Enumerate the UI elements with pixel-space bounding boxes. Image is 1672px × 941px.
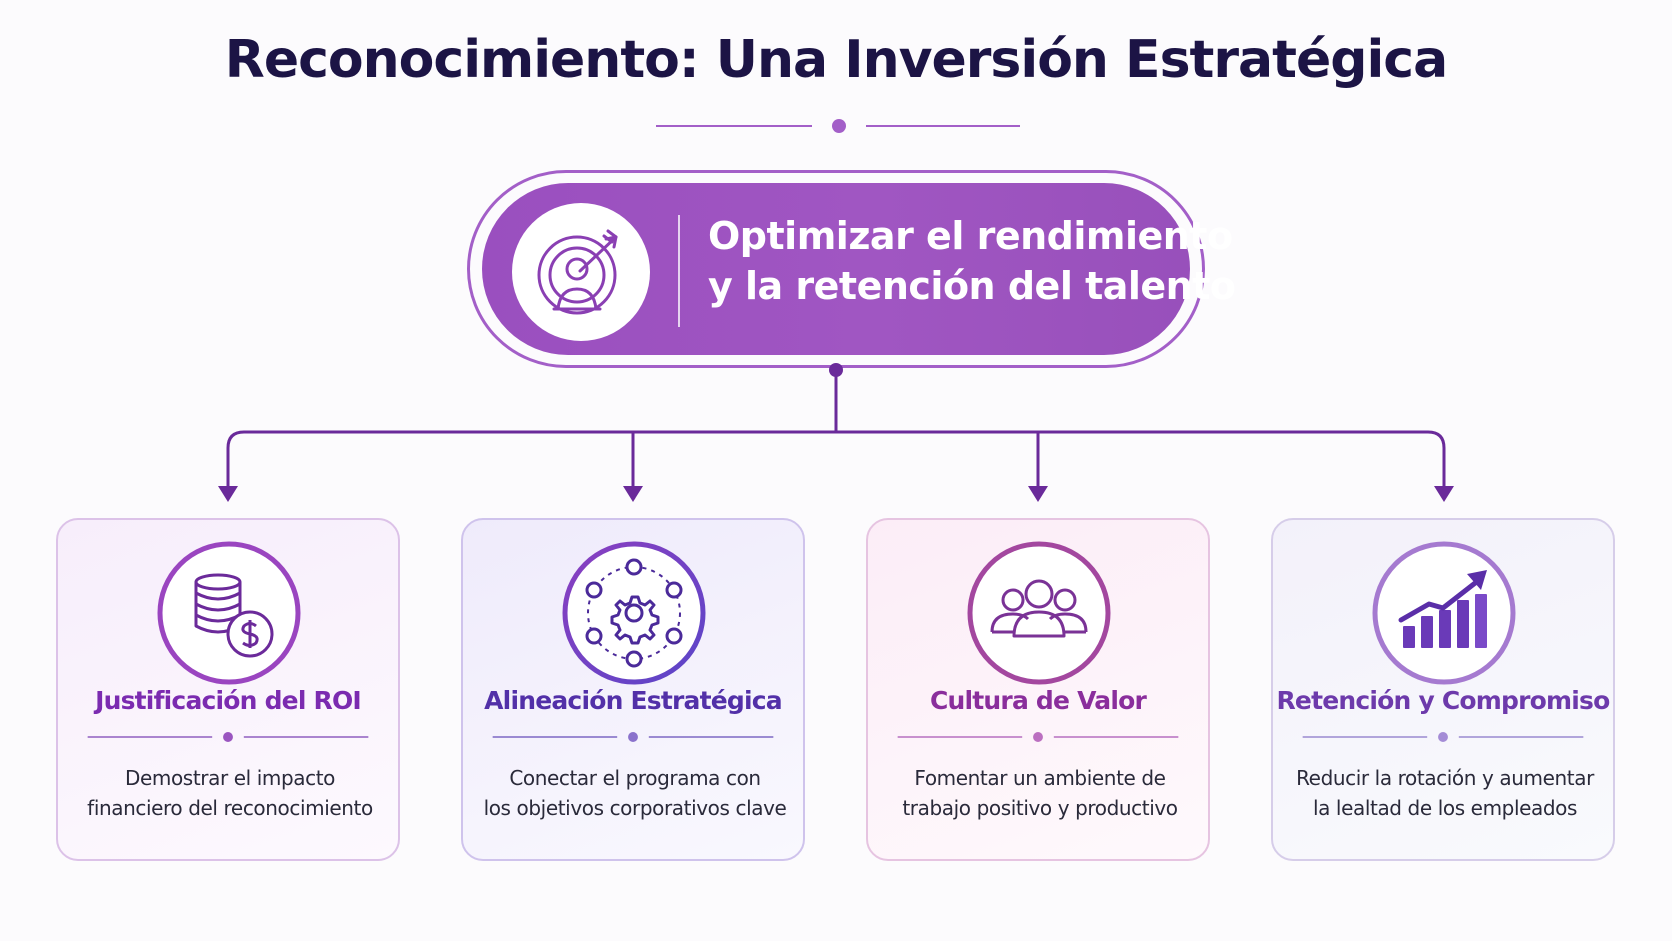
gear-network-icon — [561, 540, 707, 686]
card-title: Justificación del ROI — [95, 686, 362, 715]
coins-dollar-icon — [156, 540, 302, 686]
card-title: Retención y Compromiso — [1276, 686, 1610, 715]
card-description: Conectar el programa con los objetivos c… — [473, 763, 797, 823]
card-description: Reducir la rotación y aumentar la lealta… — [1283, 763, 1607, 823]
card-description-line-2: financiero del reconocimiento — [87, 796, 373, 820]
card-description-line-1: Fomentar un ambiente de — [914, 766, 1166, 790]
card-description-line-1: Demostrar el impacto — [124, 766, 336, 790]
card-divider — [1302, 732, 1584, 742]
card-divider — [897, 732, 1179, 742]
hero-separator — [678, 215, 680, 327]
page-title: Reconocimiento: Una Inversión Estratégic… — [224, 30, 1448, 90]
card-culture: Cultura de Valor Fomentar un ambiente de… — [866, 518, 1210, 861]
card-description: Fomentar un ambiente de trabajo positivo… — [878, 763, 1202, 823]
card-roi: Justificación del ROI Demostrar el impac… — [56, 518, 400, 861]
card-description-line-2: los objetivos corporativos clave — [483, 796, 787, 820]
central-goal-text: Optimizar el rendimiento y la retención … — [708, 211, 1236, 311]
central-goal-line-1: Optimizar el rendimiento — [708, 214, 1233, 258]
card-divider — [492, 732, 774, 742]
title-divider — [656, 119, 1020, 133]
card-description-line-2: trabajo positivo y productivo — [902, 796, 1178, 820]
card-title: Alineación Estratégica — [484, 686, 783, 715]
card-description-line-1: Reducir la rotación y aumentar — [1296, 766, 1594, 790]
growth-chart-icon — [1371, 540, 1517, 686]
card-description-line-1: Conectar el programa con — [509, 766, 761, 790]
card-divider — [87, 732, 369, 742]
card-title: Cultura de Valor — [929, 686, 1147, 715]
card-description-line-2: la lealtad de los empleados — [1312, 796, 1578, 820]
card-description: Demostrar el impacto financiero del reco… — [68, 763, 392, 823]
central-goal-line-2: y la retención del talento — [708, 264, 1236, 308]
card-alignment: Alineación Estratégica Conectar el progr… — [461, 518, 805, 861]
central-goal-pill: Optimizar el rendimiento y la retención … — [467, 170, 1236, 368]
card-retention: Retención y Compromiso Reducir la rotaci… — [1271, 518, 1615, 861]
people-group-icon — [966, 540, 1112, 686]
target-arrow-person-icon — [512, 203, 650, 341]
